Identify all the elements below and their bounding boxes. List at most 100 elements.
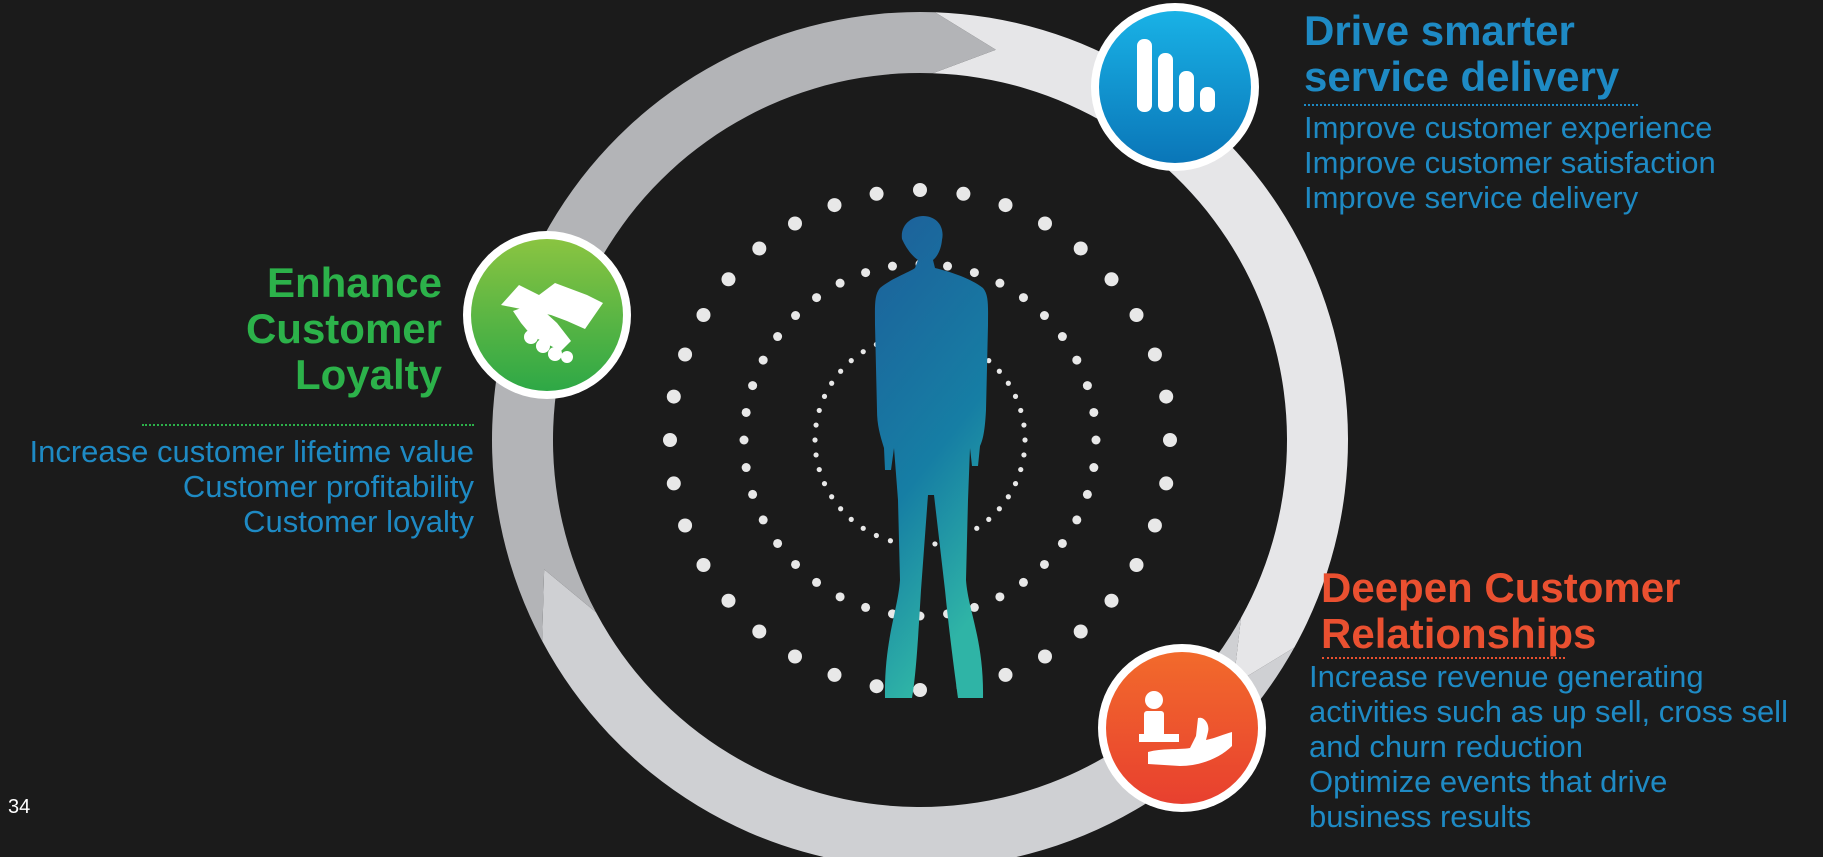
ring-dot xyxy=(821,393,828,399)
ring-dot xyxy=(1038,216,1052,231)
ring-dot xyxy=(869,679,884,694)
ring-dot xyxy=(741,463,751,473)
ring-dot xyxy=(752,241,767,256)
ring-dot xyxy=(887,261,897,271)
ring-dot xyxy=(696,558,711,572)
ring-dot xyxy=(788,649,802,664)
ring-dot xyxy=(860,349,866,355)
ring-dot xyxy=(869,186,884,201)
ring-dot xyxy=(838,506,844,512)
list-item: Improve service delivery xyxy=(1304,180,1639,215)
list-item: Increase revenue generating xyxy=(1309,659,1704,694)
ring-dot xyxy=(813,452,819,458)
ring-dot xyxy=(943,261,953,271)
ring-dot xyxy=(788,216,802,231)
ring-dot xyxy=(1039,559,1049,569)
left-heading-line: Customer xyxy=(245,305,442,352)
ring-dot xyxy=(1104,272,1119,287)
ring-dot xyxy=(887,538,894,544)
ring-dot xyxy=(1072,515,1082,525)
ring-dot xyxy=(813,422,819,428)
top-heading: Drive smarter service delivery xyxy=(1304,8,1619,100)
ring-dot xyxy=(1018,466,1024,473)
left-heading: Enhance Customer Loyalty xyxy=(246,260,442,398)
ring-dot xyxy=(1072,355,1082,365)
ring-dot xyxy=(1018,407,1024,414)
ring-dot xyxy=(1129,558,1144,572)
right-heading-line: Deepen Customer xyxy=(1321,564,1681,611)
top-heading-line: Drive smarter xyxy=(1304,7,1575,54)
ring-dot xyxy=(1038,649,1052,664)
ring-dot xyxy=(1012,481,1019,487)
ring-dot xyxy=(1057,332,1067,342)
ring-dot xyxy=(848,358,854,364)
ring-dot xyxy=(1057,538,1067,548)
ring-dot xyxy=(758,515,768,525)
ring-dot xyxy=(748,381,758,391)
list-item: Increase customer lifetime value xyxy=(29,434,474,469)
left-divider xyxy=(142,424,474,426)
top-divider xyxy=(1304,104,1638,106)
ring-dot xyxy=(1082,381,1092,391)
ring-dot xyxy=(1073,241,1088,256)
ring-dot xyxy=(873,532,879,539)
ring-dot xyxy=(752,624,767,639)
right-benefits-list: Increase revenue generating activities s… xyxy=(1309,659,1788,834)
ring-dot xyxy=(969,268,979,278)
ring-dot xyxy=(838,368,844,374)
bar-chart-icon xyxy=(1137,39,1215,112)
ring-dot xyxy=(812,437,818,443)
ring-dot xyxy=(1018,577,1028,587)
ring-dot xyxy=(1021,452,1027,458)
ring-dot xyxy=(821,481,828,487)
ring-segment-top-right xyxy=(932,12,1348,685)
ring-dot xyxy=(913,183,927,197)
ring-dot xyxy=(969,602,979,612)
ring-dot xyxy=(1129,308,1144,322)
ring-dot xyxy=(741,407,751,417)
ring-dot xyxy=(986,358,992,364)
ring-dot xyxy=(816,407,822,414)
ring-dot xyxy=(791,559,801,569)
ring-dot xyxy=(913,683,927,697)
ring-dot xyxy=(1082,489,1092,499)
left-icon-badge xyxy=(463,231,631,399)
top-icon-badge xyxy=(1091,3,1259,171)
list-item: activities such as up sell, cross sell xyxy=(1309,694,1788,729)
ring-dot xyxy=(748,489,758,499)
ring-dot xyxy=(1005,380,1011,386)
ring-dot xyxy=(998,667,1013,682)
list-item: Improve customer experience xyxy=(1304,110,1713,145)
ring-dot xyxy=(827,667,842,682)
ring-dot xyxy=(1012,393,1019,399)
page-number: 34 xyxy=(8,796,31,818)
ring-dot xyxy=(1039,311,1049,321)
person-silhouette-icon xyxy=(874,216,989,698)
ring-dot xyxy=(848,516,854,522)
handshake-icon xyxy=(501,283,603,363)
ring-dot xyxy=(986,516,992,522)
list-item: Customer loyalty xyxy=(243,504,474,539)
ring-dot xyxy=(816,466,822,473)
ring-dot xyxy=(773,538,783,548)
ring-dot xyxy=(721,593,736,608)
ring-dot xyxy=(827,198,842,213)
ring-dot xyxy=(835,592,845,602)
ring-dot xyxy=(996,368,1002,374)
ring-dot xyxy=(998,198,1013,213)
right-heading-line: Relationships xyxy=(1321,610,1597,657)
ring-segment-left xyxy=(492,11,996,641)
ring-dot xyxy=(860,525,866,531)
list-item: Customer profitability xyxy=(182,469,474,504)
ring-dot xyxy=(861,602,871,612)
ring-dot xyxy=(1147,347,1162,362)
ring-dot xyxy=(1091,435,1101,445)
list-item: Improve customer satisfaction xyxy=(1304,145,1716,180)
ring-dot xyxy=(861,268,871,278)
ring-dot xyxy=(666,389,681,404)
top-benefits-list: Improve customer experience Improve cust… xyxy=(1304,110,1716,215)
ring-dot xyxy=(1018,293,1028,303)
list-item: Optimize events that drive xyxy=(1309,764,1668,799)
ring-dot xyxy=(1089,407,1099,417)
